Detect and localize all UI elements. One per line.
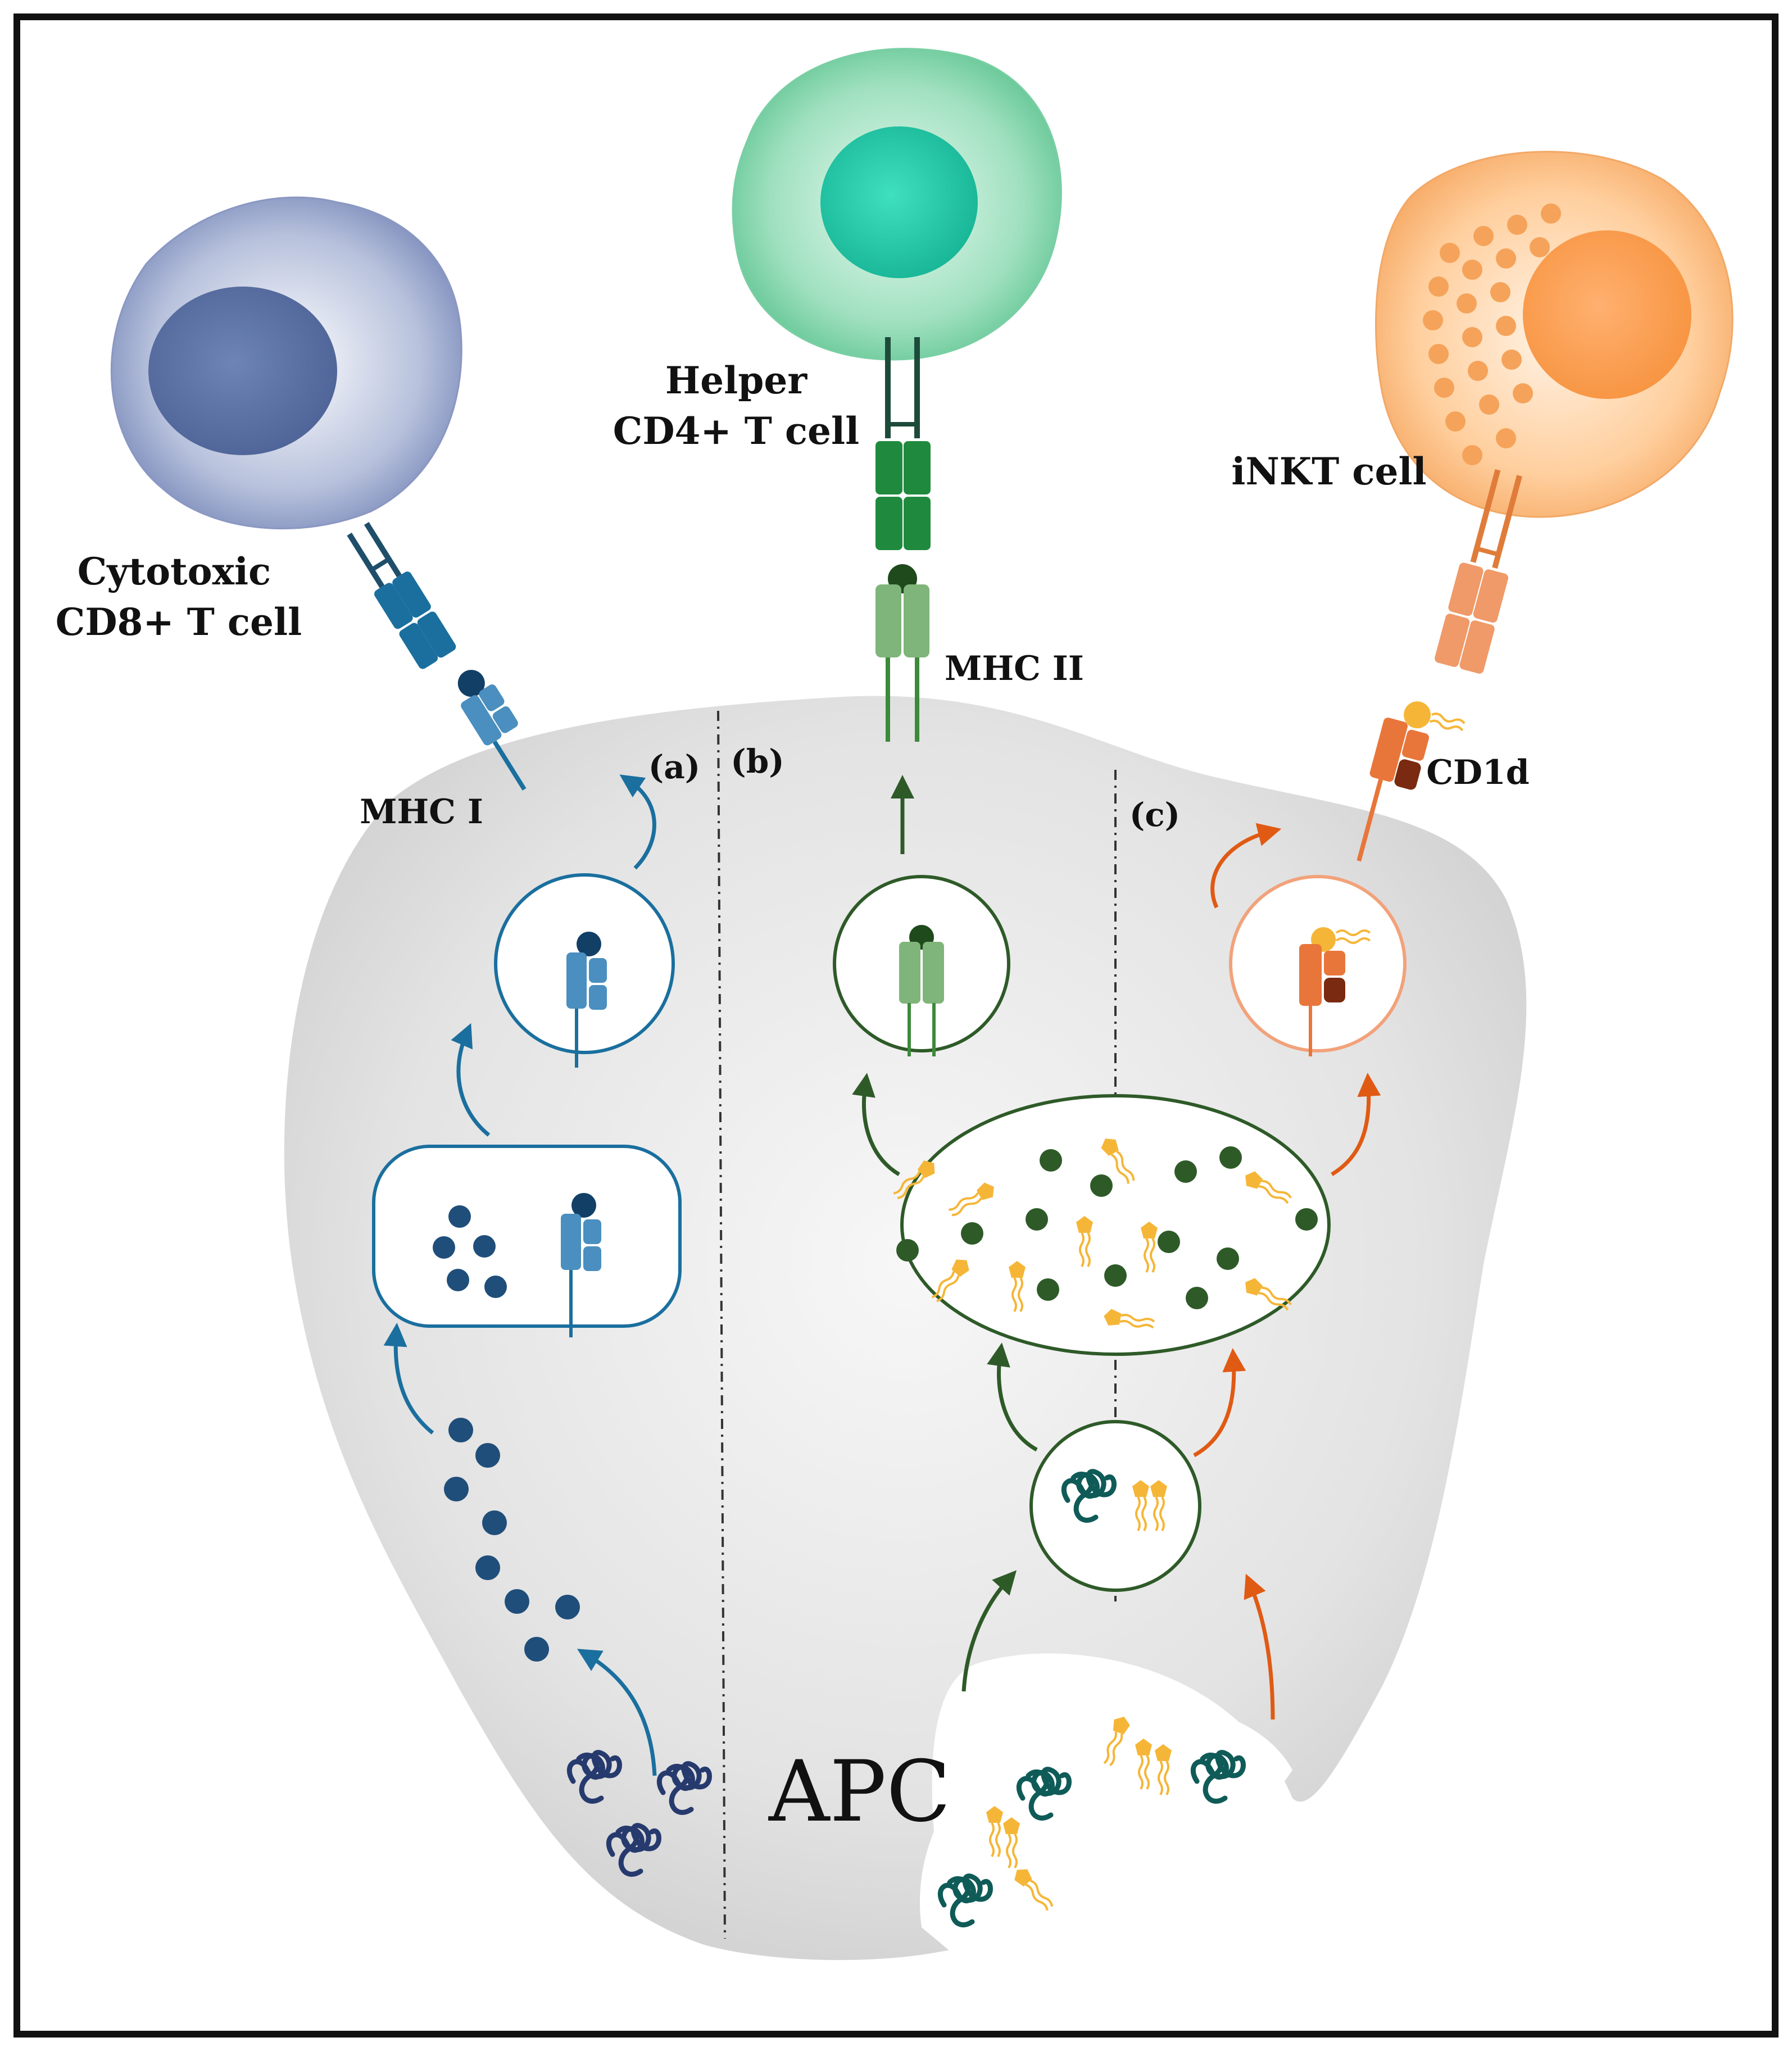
inkt-granules [1423,203,1561,465]
endocytic-pocket [920,1704,1292,1955]
cd8-t-cell [110,196,462,529]
mhc1-surface [457,670,527,791]
label-helper-line2: CD4+ T cell [613,409,859,453]
arrow-c2 [1193,1348,1246,1458]
arrow-a1 [577,1649,657,1776]
early-endosome [1029,1420,1201,1592]
arrow-b1 [961,1570,1017,1692]
arrow-a3 [451,1023,491,1137]
divider-ab [717,710,726,1939]
label-panel-a: (a) [648,748,700,786]
label-apc: APC [768,1743,951,1841]
cd1d-surface [1357,701,1466,862]
cd8-tcr [347,521,456,669]
arrow-c3 [1331,1073,1381,1177]
label-cytotoxic-line1: Cytotoxic [78,550,271,593]
label-cd1d: CD1d [1426,753,1530,792]
label-panel-b: (b) [731,742,784,781]
cd4-tcr [875,337,931,550]
label-inkt: iNKT cell [1231,450,1426,493]
inkt-cell [1374,151,1734,518]
label-mhc2: MHC II [945,649,1084,688]
arrow-c1 [1244,1573,1275,1720]
arrow-a2 [383,1323,434,1435]
peptide-dots-a [444,1418,580,1662]
er-compartment-a [372,1145,682,1337]
label-mhc1: MHC I [360,792,483,832]
cd4-t-cell [732,48,1062,361]
label-cytotoxic-line2: CD8+ T cell [56,600,302,644]
vesicle-c [1229,875,1407,1056]
arrow-a4 [619,774,656,870]
label-helper-line1: Helper [665,359,808,402]
mhc2-surface [875,564,929,742]
arrow-b2 [987,1342,1038,1452]
late-endosome [888,1094,1331,1356]
label-panel-c: (c) [1129,796,1180,834]
vesicle-b [833,875,1010,1056]
vesicle-a [494,873,675,1068]
arrow-c4 [1210,823,1282,909]
arrow-b3 [852,1073,900,1176]
inkt-tcr [1435,469,1522,674]
